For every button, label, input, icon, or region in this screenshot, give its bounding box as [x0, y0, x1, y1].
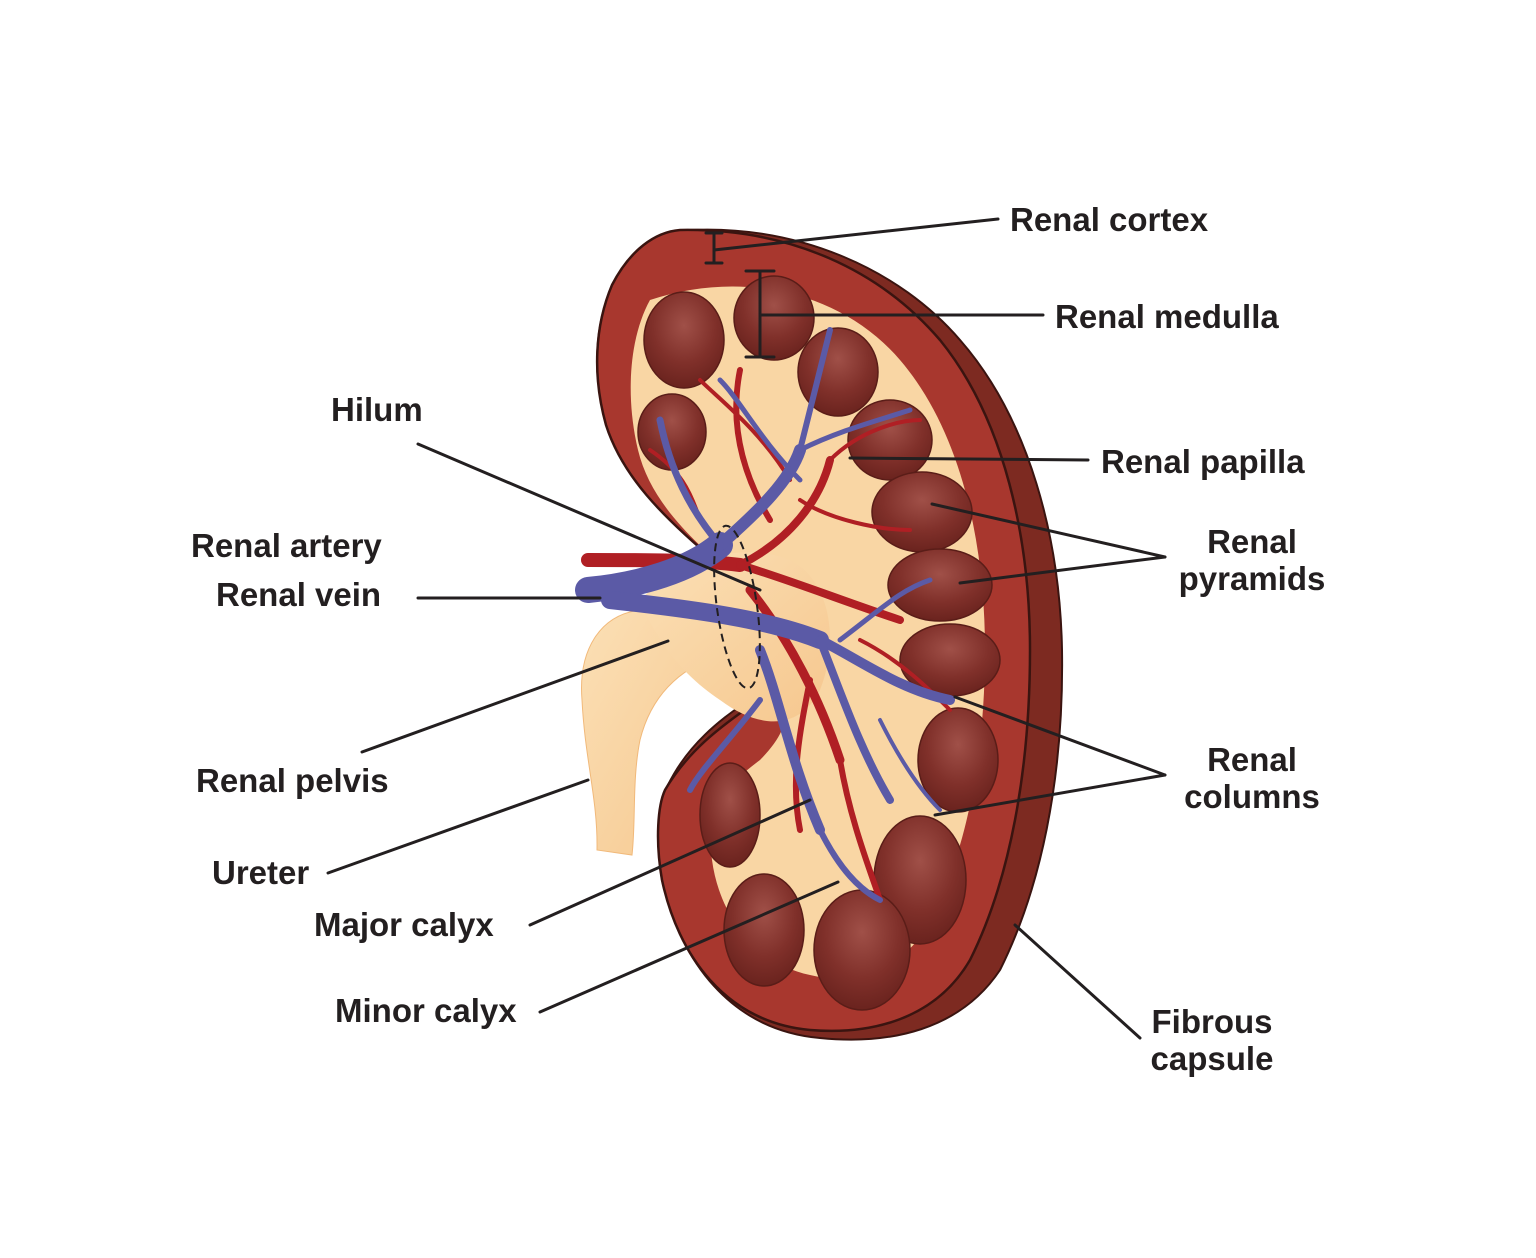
pyramids-leader-2 — [958, 555, 1167, 585]
minor-calyx-leader — [538, 880, 840, 1014]
ureter-leader — [326, 778, 590, 875]
label-renal-columns-line2: columns — [1184, 778, 1320, 815]
cortex-bracket — [704, 231, 724, 265]
label-renal-pelvis: Renal pelvis — [196, 762, 389, 799]
label-hilum: Hilum — [331, 391, 423, 428]
major-calyx-leader — [528, 798, 812, 927]
label-renal-pyramids-line1: Renal — [1207, 523, 1297, 560]
label-fibrous-capsule: Fibrous capsule — [1136, 1003, 1288, 1077]
renal-vein-branches — [575, 327, 955, 903]
label-minor-calyx: Minor calyx — [335, 992, 517, 1029]
renal-pyramids — [637, 275, 1001, 1011]
label-renal-papilla: Renal papilla — [1101, 443, 1305, 480]
label-renal-medulla: Renal medulla — [1055, 298, 1279, 335]
label-renal-pyramids-line2: pyramids — [1178, 560, 1326, 597]
label-fibrous-capsule-line1: Fibrous — [1151, 1003, 1273, 1040]
label-fibrous-capsule-line2: capsule — [1150, 1040, 1274, 1077]
label-major-calyx: Major calyx — [314, 906, 494, 943]
label-renal-artery: Renal artery — [191, 527, 382, 564]
label-renal-columns: Renal columns — [1170, 741, 1334, 815]
pyramid-2 — [733, 275, 815, 361]
label-renal-pyramids: Renal pyramids — [1170, 523, 1334, 597]
pyramid-1 — [643, 291, 725, 389]
label-renal-columns-line1: Renal — [1207, 741, 1297, 778]
pyramid-12 — [723, 873, 805, 987]
pyramid-11 — [813, 889, 911, 1011]
columns-leader-1 — [953, 695, 1167, 777]
cortex-leader — [712, 217, 1000, 252]
pelvis-leader — [360, 639, 670, 754]
label-renal-cortex: Renal cortex — [1010, 201, 1209, 238]
hilum-dashed-outline — [713, 524, 761, 690]
hilum-leader — [416, 442, 762, 592]
pyramid-13 — [699, 762, 761, 868]
papilla-leader — [848, 456, 1090, 462]
pyramids-leader-1 — [930, 502, 1167, 559]
label-renal-vein: Renal vein — [216, 576, 382, 613]
pyramid-5 — [847, 399, 933, 481]
fibrous-capsule-leader — [1013, 923, 1142, 1040]
pyramid-7 — [887, 548, 993, 622]
label-ureter: Ureter — [212, 854, 310, 891]
renal-pelvis-shape — [640, 552, 830, 722]
pyramid-3 — [797, 327, 879, 417]
leader-lines — [326, 217, 1167, 1040]
pyramid-6 — [871, 471, 973, 553]
columns-leader-2 — [933, 773, 1167, 817]
